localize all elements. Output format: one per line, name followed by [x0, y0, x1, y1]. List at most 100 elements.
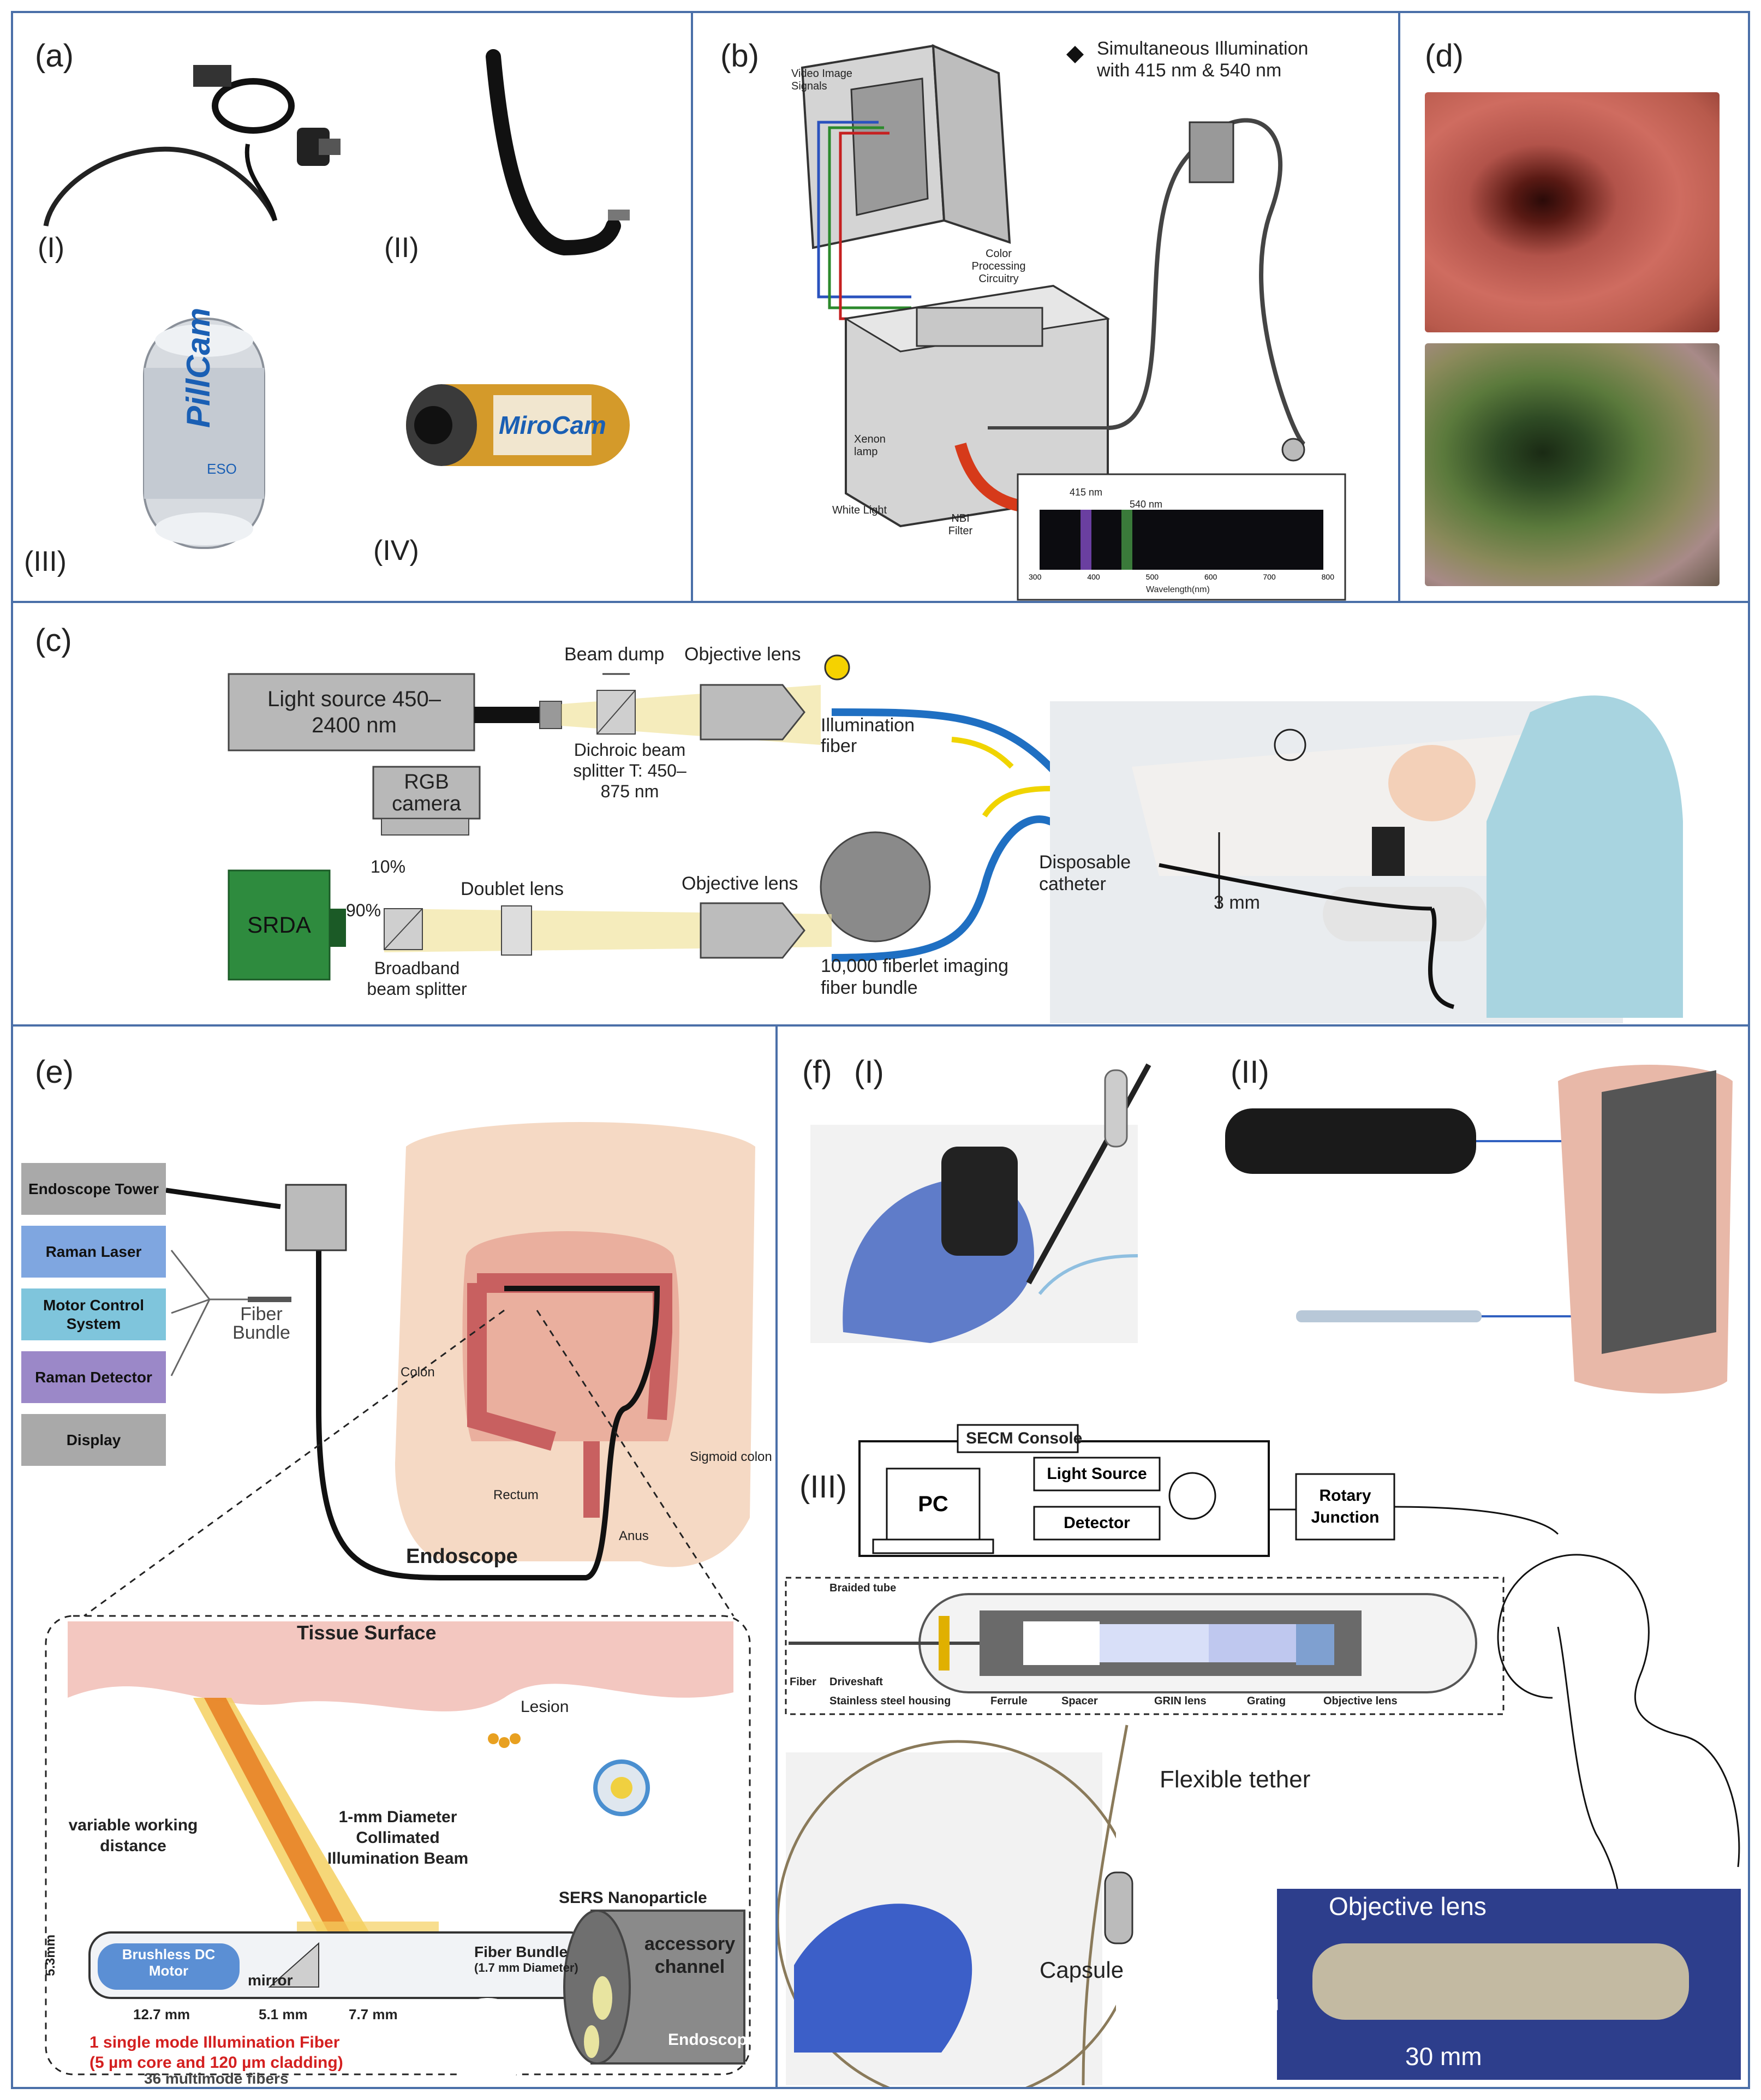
f-spacer: Spacer [1061, 1695, 1098, 1707]
panel-f-sub3: (III) [799, 1469, 847, 1505]
b-tick: 700 [1263, 572, 1276, 581]
e-d77: 7.7 mm [349, 2006, 398, 2023]
b-legend: Simultaneous Illumination with 415 nm & … [1097, 38, 1309, 81]
f-30mm: 30 mm [1405, 2042, 1482, 2071]
b-tick: 400 [1087, 572, 1100, 581]
e-lesion: Lesion [521, 1698, 569, 1716]
c-illumination-fiber: Illumination fiber [821, 715, 915, 756]
e-anus: Anus [619, 1529, 649, 1543]
e-d53: 5.3mm [43, 1934, 58, 1976]
pillcam-model: ESO [207, 461, 237, 477]
e-mirror: mirror [248, 1972, 293, 1989]
c-light-source: Light source 450–2400 nm [267, 687, 441, 737]
c-beam-dump: Beam dump [564, 644, 665, 665]
e-fiber-bundle: Fiber Bundle [232, 1304, 290, 1343]
b-white-light: White Light [832, 504, 887, 516]
f-ferrule: Ferrule [990, 1695, 1028, 1707]
e-working-distance: variable working distance [68, 1816, 198, 1855]
panel-f: (f) (I) (II) [775, 1024, 1750, 2089]
f-grating: Grating [1247, 1695, 1286, 1707]
panel-f-label: (f) [802, 1054, 832, 1090]
b-nbi-filter: NBI Filter [948, 512, 973, 537]
e-accessory: accessory channel [644, 1934, 736, 1977]
f-objective: Objective lens [1323, 1695, 1398, 1707]
f-rotary: Rotary Junction [1311, 1487, 1380, 1526]
panel-a: (a) PillCam ESO MiroCam (I) (II) (III) (… [11, 11, 693, 603]
c-srda: SRDA [247, 912, 311, 938]
c-broadband: Broadband beam splitter [367, 958, 467, 999]
sub-label-i: (I) [38, 232, 65, 264]
e-tower: Endoscope Tower [21, 1163, 166, 1215]
e-colon: Colon [401, 1365, 435, 1380]
f-capsule: Capsule [1040, 1957, 1124, 1983]
panel-a-drawing [43, 49, 630, 549]
panel-e-label: (e) [35, 1054, 74, 1090]
pillcam-brand: PillCam [180, 307, 217, 428]
e-endoscope: Endoscope [406, 1545, 518, 1568]
f-detector: Detector [1064, 1514, 1130, 1532]
panel-a-label: (a) [35, 38, 74, 74]
endoscopy-white-light-image [1425, 92, 1720, 332]
e-sigmoid: Sigmoid colon [690, 1449, 772, 1464]
c-rgb-camera: RGB camera [392, 770, 461, 815]
e-detector: Raman Detector [21, 1351, 166, 1403]
panel-e-drawing [45, 1122, 755, 2085]
panel-b-label: (b) [720, 38, 759, 74]
e-rectum: Rectum [493, 1488, 539, 1502]
sub-label-ii: (II) [384, 232, 419, 264]
e-sers: SERS Nanoparticle [559, 1889, 707, 1907]
c-dichroic: Dichroic beam splitter T: 450–875 nm [573, 740, 687, 801]
e-single-mode2: (5 µm core and 120 µm cladding) [89, 2054, 343, 2072]
c-pct90: 90% [346, 900, 381, 920]
e-display: Display [21, 1414, 166, 1466]
f-7mm: 7 mm [1256, 1998, 1282, 2058]
panel-b: (b) Simultaneous Illumination with 415 n… [691, 11, 1400, 603]
e-multi: 36 multimode fibers [144, 2070, 289, 2087]
panel-f-drawing [778, 1063, 1741, 2087]
c-bundle: 10,000 fiberlet imaging fiber bundle [821, 956, 1009, 998]
f-tether: Flexible tether [1160, 1766, 1311, 1793]
e-laser: Raman Laser [21, 1226, 166, 1278]
panel-b-drawing [801, 44, 1346, 601]
c-objective-lens-top: Objective lens [684, 644, 801, 665]
b-tick: 800 [1321, 572, 1334, 581]
mirocam-brand: MiroCam [499, 411, 606, 439]
e-beam: 1-mm Diameter Collimated Illumination Be… [327, 1808, 469, 1868]
e-d51: 5.1 mm [259, 2006, 308, 2023]
b-tick: 500 [1145, 572, 1159, 581]
c-doublet: Doublet lens [461, 879, 564, 899]
e-motor: Motor Control System [21, 1288, 166, 1340]
e-tissue: Tissue Surface [297, 1621, 437, 1644]
panel-c-label: (c) [35, 623, 72, 658]
panel-c: (c) [11, 601, 1750, 1027]
b-spectrum-415: 415 nm [1070, 487, 1103, 498]
f-fiber: Fiber [790, 1676, 816, 1688]
e-motor2: Brushless DC Motor [122, 1946, 216, 1979]
f-housing: Stainless steel housing [829, 1695, 951, 1707]
c-pct10: 10% [371, 857, 406, 876]
f-driveshaft: Driveshaft [829, 1676, 883, 1688]
panel-f-sub1: (I) [854, 1054, 884, 1090]
b-spectrum-ticks: 300 400 500 600 700 800 [1029, 572, 1334, 581]
c-objective-lens-bottom: Objective lens [682, 873, 798, 894]
sub-label-iv: (IV) [373, 535, 419, 566]
e-single-mode: 1 single mode Illumination Fiber [89, 2033, 340, 2051]
panel-d: (d) [1398, 11, 1750, 603]
f-pc: PC [918, 1492, 948, 1516]
e-d127: 12.7 mm [133, 2006, 190, 2023]
panel-e: (e) [11, 1024, 778, 2089]
c-3mm: 3 mm [1214, 892, 1260, 913]
b-xenon-lamp: Xenon lamp [854, 433, 886, 458]
f-braided: Braided tube [829, 1582, 897, 1594]
panel-d-label: (d) [1425, 38, 1464, 74]
b-tick: 300 [1029, 572, 1042, 581]
panel-f-sub2: (II) [1231, 1054, 1269, 1090]
b-spectrum-540: 540 nm [1130, 499, 1163, 510]
sub-label-iii: (III) [24, 546, 67, 577]
e-fb2: Fiber Bundle [474, 1943, 568, 1960]
f-secm: SECM Console [966, 1429, 1083, 1447]
e-endoscope2: Endoscope [668, 2031, 756, 2049]
b-tick: 600 [1204, 572, 1217, 581]
f-objective2: Objective lens [1329, 1892, 1487, 1920]
f-light-source: Light Source [1047, 1465, 1147, 1483]
